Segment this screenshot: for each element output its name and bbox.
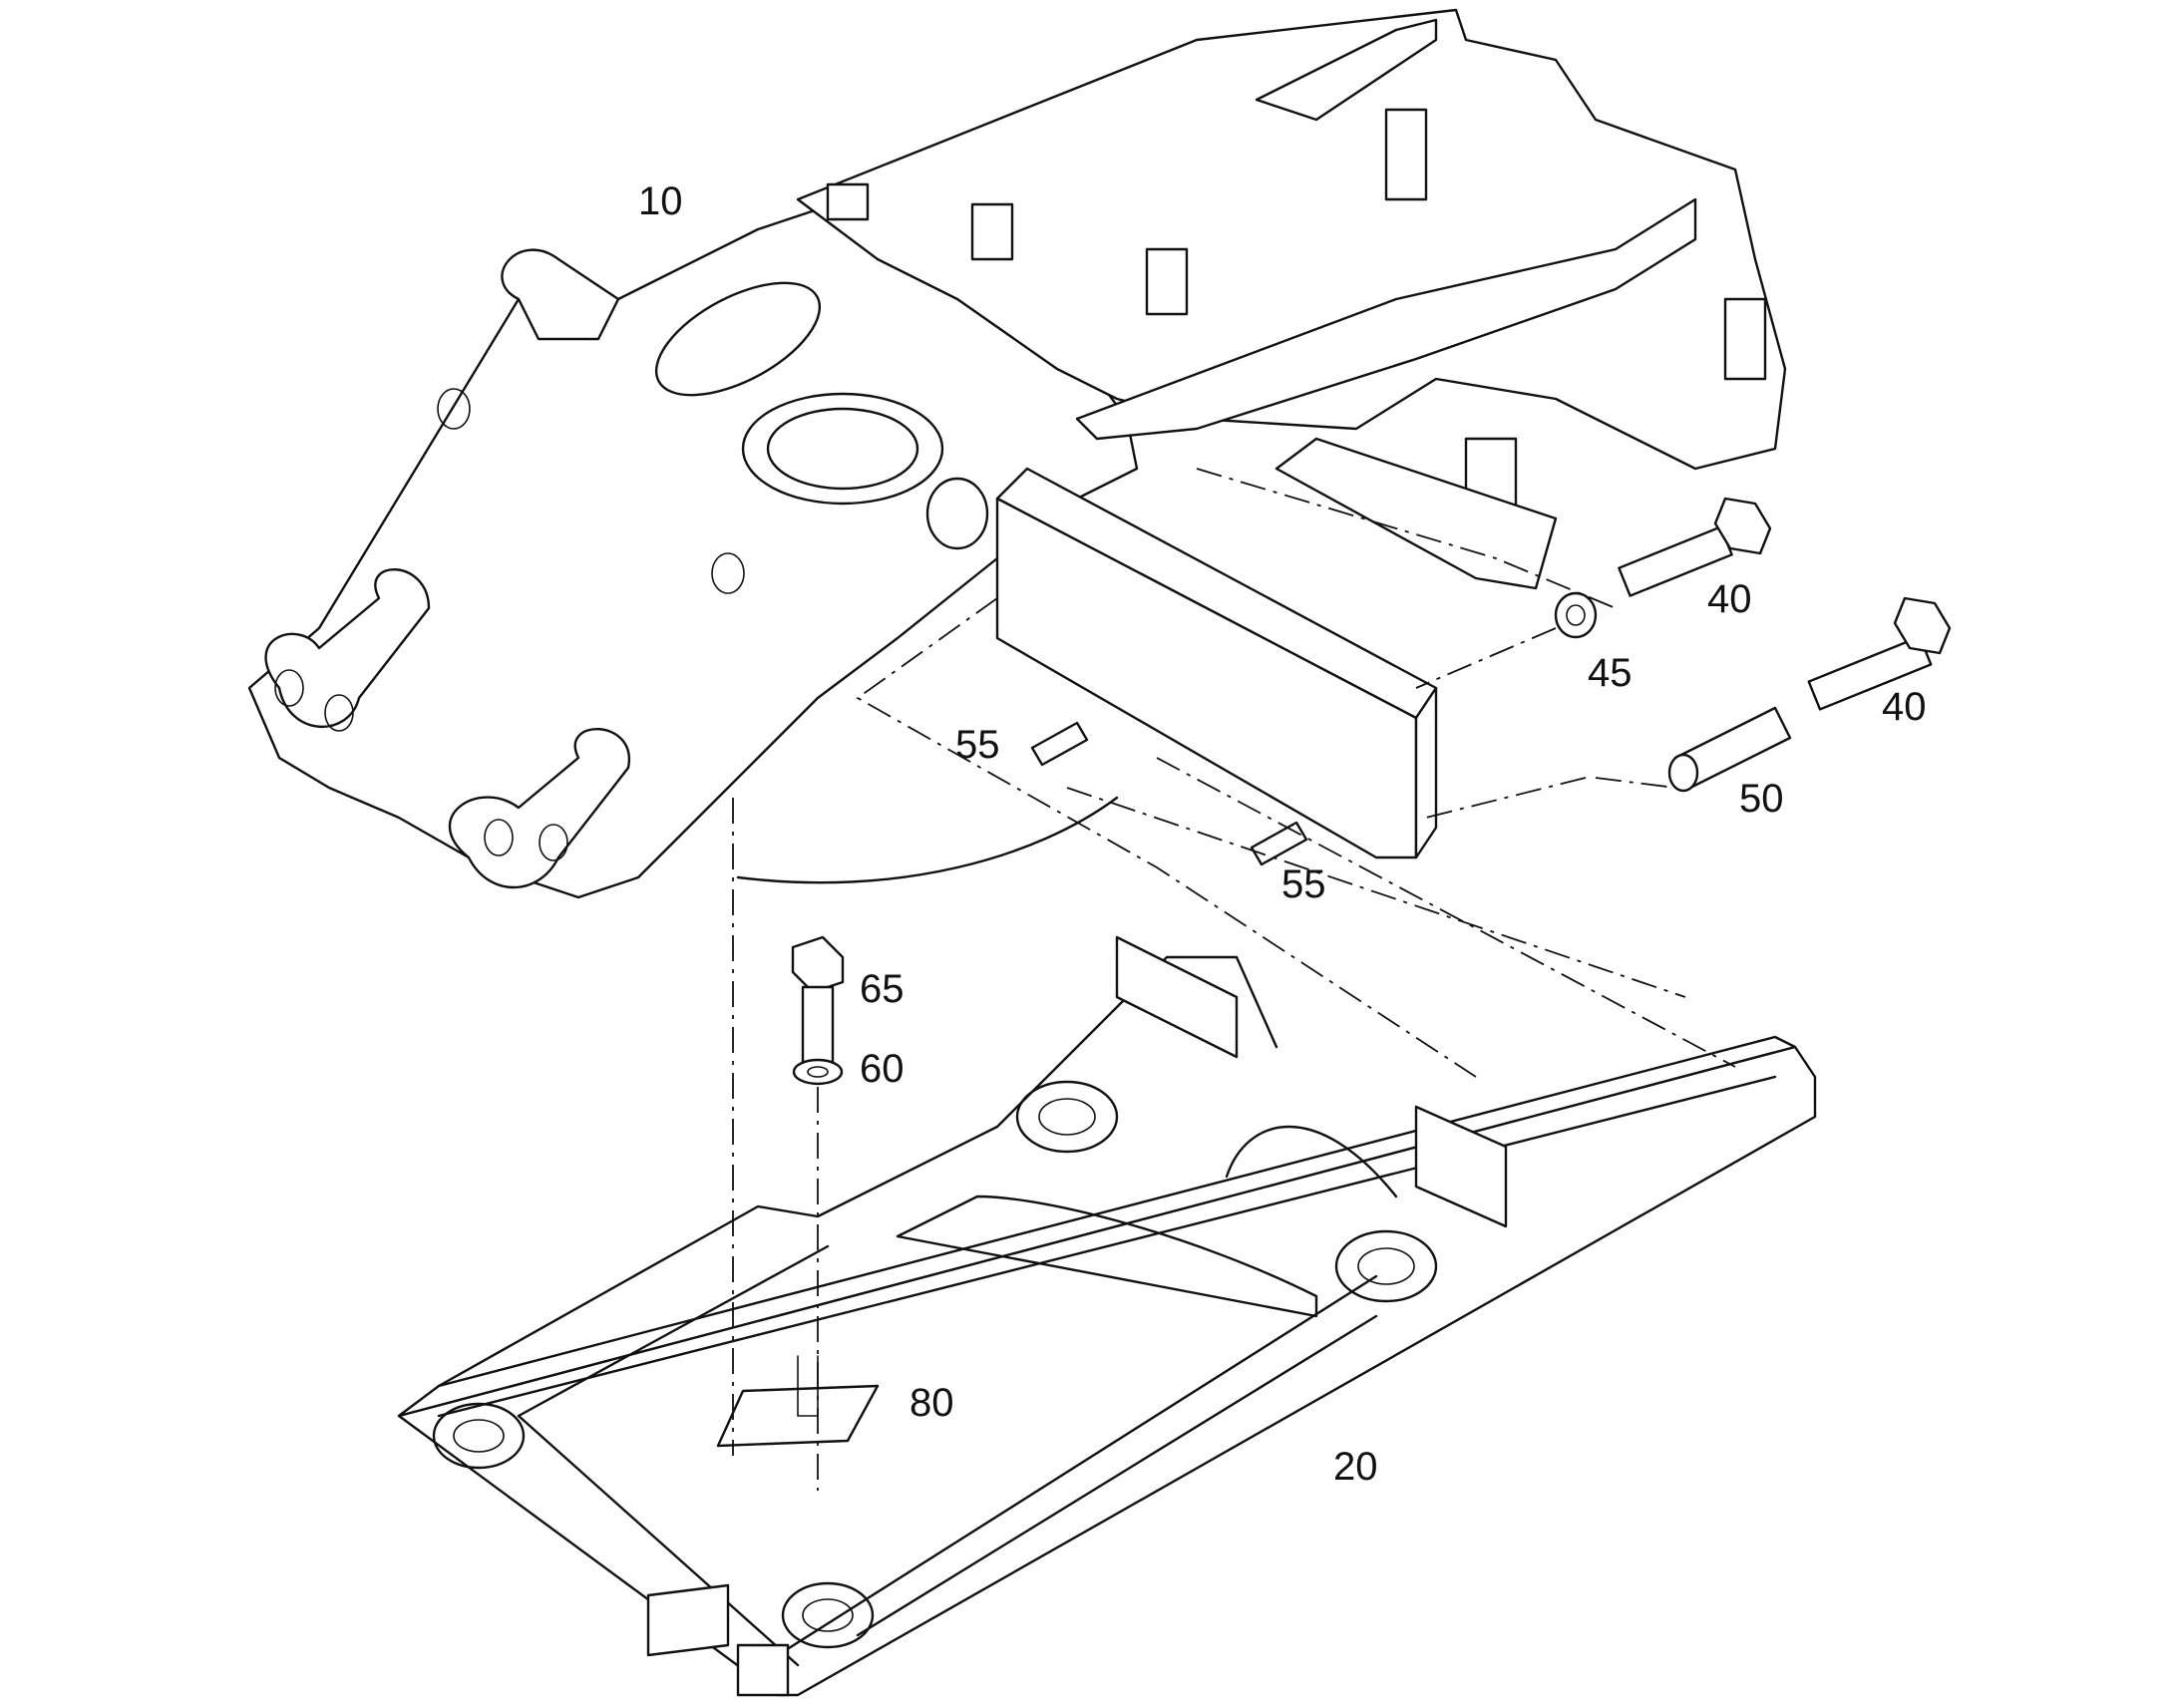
callout-10: 10	[638, 179, 683, 223]
bolt-40-lower	[1807, 596, 1952, 711]
callout-40-upper: 40	[1707, 577, 1752, 621]
pin-55-b	[1250, 821, 1308, 866]
upper-frame	[247, 8, 1787, 899]
callout-20: 20	[1333, 1445, 1378, 1489]
pin-55-a	[1030, 721, 1089, 767]
callout-55-a: 55	[955, 723, 1000, 767]
callout-60: 60	[860, 1047, 905, 1091]
washer-60	[792, 1058, 844, 1086]
washer-45	[1554, 591, 1598, 639]
callout-65: 65	[860, 967, 905, 1011]
callout-80: 80	[909, 1381, 954, 1425]
shim-80	[716, 1355, 880, 1448]
callout-50: 50	[1739, 777, 1784, 821]
spacer-50	[1667, 706, 1792, 793]
bolt-40-upper	[1618, 497, 1772, 597]
lower-frame	[397, 935, 1817, 1697]
bolt-65	[791, 935, 845, 1069]
assembly-lines	[732, 468, 1736, 1491]
callout-45: 45	[1588, 651, 1633, 695]
callout-40-lower: 40	[1882, 685, 1927, 729]
callout-55-b: 55	[1281, 862, 1326, 906]
